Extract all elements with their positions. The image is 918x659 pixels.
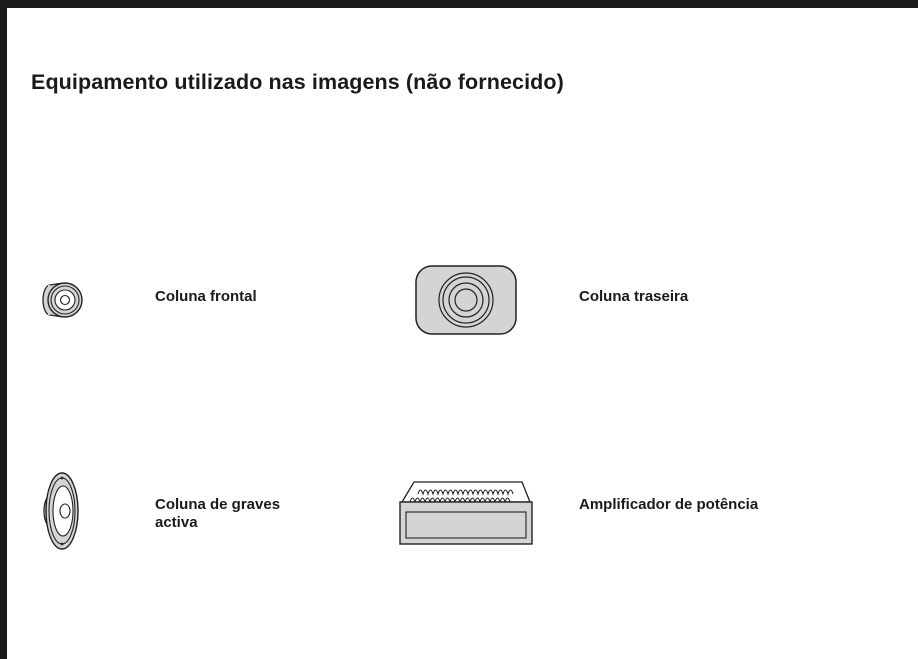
subwoofer-label-line-2: activa xyxy=(155,514,198,531)
subwoofer-icon xyxy=(40,470,82,552)
rear-speaker-icon xyxy=(414,264,518,336)
subwoofer-label-line-1: Coluna de graves xyxy=(155,496,281,513)
page-title: Equipamento utilizado nas imagens (não f… xyxy=(31,70,564,94)
power-amplifier-icon xyxy=(398,476,534,548)
rear-speaker-label: Coluna traseira xyxy=(579,288,689,305)
front-speaker-icon xyxy=(38,277,92,323)
subwoofer-label: Coluna de graves activa xyxy=(155,496,280,532)
front-speaker-label: Coluna frontal xyxy=(155,288,257,305)
power-amplifier-label: Amplificador de potência xyxy=(579,496,759,513)
